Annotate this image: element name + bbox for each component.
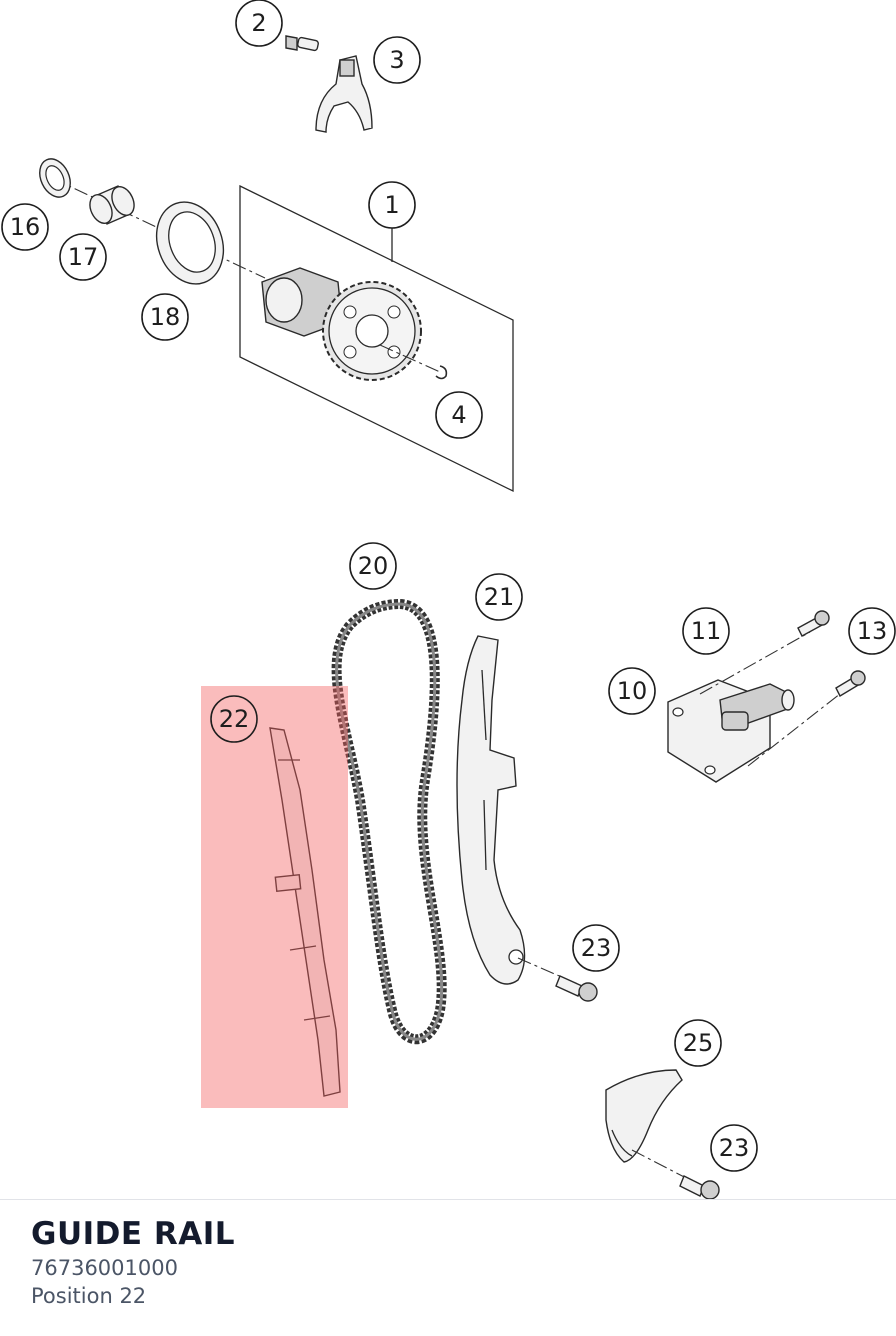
callout-23-upper[interactable]: 23 [572, 924, 620, 972]
callout-23-lower[interactable]: 23 [710, 1124, 758, 1172]
callout-label: 25 [683, 1029, 714, 1057]
bolt-part-top[interactable] [285, 35, 319, 52]
tensioner-rail-part[interactable] [456, 635, 526, 985]
callout-label: 3 [389, 46, 404, 74]
callout-label: 13 [857, 617, 888, 645]
callout-21[interactable]: 21 [475, 573, 523, 621]
callout-17[interactable]: 17 [59, 233, 107, 281]
selected-part-highlight[interactable] [201, 686, 348, 1108]
callout-label: 22 [219, 705, 250, 733]
callout-label: 17 [68, 243, 99, 271]
callout-label: 23 [719, 1134, 750, 1162]
part-info-panel: GUIDE RAIL 76736001000 Position 22 [0, 1199, 896, 1336]
callout-25[interactable]: 25 [674, 1019, 722, 1067]
part-number: 76736001000 [31, 1256, 178, 1280]
seal-ring-part[interactable] [34, 154, 76, 202]
bolt-part-tensioner-top[interactable] [797, 610, 830, 637]
callout-1[interactable]: 1 [368, 181, 416, 229]
timing-chain-part[interactable] [331, 598, 447, 1045]
ball-bearing-part[interactable] [146, 193, 235, 294]
part-title: GUIDE RAIL [31, 1216, 236, 1252]
callout-4[interactable]: 4 [435, 391, 483, 439]
camshaft-part[interactable] [261, 267, 422, 381]
callout-22[interactable]: 22 [210, 695, 258, 743]
callout-18[interactable]: 18 [141, 293, 189, 341]
callout-label: 16 [10, 213, 41, 241]
bolt-part-bottom[interactable] [679, 1175, 720, 1199]
chain-tensioner-part[interactable] [667, 679, 795, 783]
part-position: Position 22 [31, 1284, 147, 1308]
bolt-part-mid[interactable] [555, 975, 598, 1002]
callout-11[interactable]: 11 [682, 607, 730, 655]
callout-label: 10 [617, 677, 648, 705]
guide-rail-part[interactable] [269, 727, 341, 1097]
callout-2[interactable]: 2 [235, 0, 283, 47]
camshaft-assembly-frame [239, 184, 514, 493]
callout-13[interactable]: 13 [848, 607, 896, 655]
exploded-parts-diagram: 1 2 3 4 10 11 13 16 17 18 20 21 [1, 0, 896, 1199]
bolt-part-tensioner-bottom[interactable] [835, 670, 866, 697]
callout-label: 23 [581, 934, 612, 962]
callout-3[interactable]: 3 [373, 36, 421, 84]
callout-label: 21 [484, 583, 515, 611]
callout-label: 2 [251, 9, 266, 37]
callout-label: 1 [384, 191, 399, 219]
retaining-clip-part[interactable] [435, 365, 448, 380]
callout-20[interactable]: 20 [349, 542, 397, 590]
callout-10[interactable]: 10 [608, 667, 656, 715]
callout-label: 18 [150, 303, 181, 331]
bracket-part[interactable] [315, 55, 373, 133]
callout-label: 4 [451, 401, 466, 429]
callout-16[interactable]: 16 [1, 203, 49, 251]
guide-plate-part[interactable] [605, 1069, 683, 1163]
needle-bearing-part[interactable] [86, 183, 139, 227]
callout-label: 20 [358, 552, 389, 580]
callout-label: 11 [691, 617, 722, 645]
